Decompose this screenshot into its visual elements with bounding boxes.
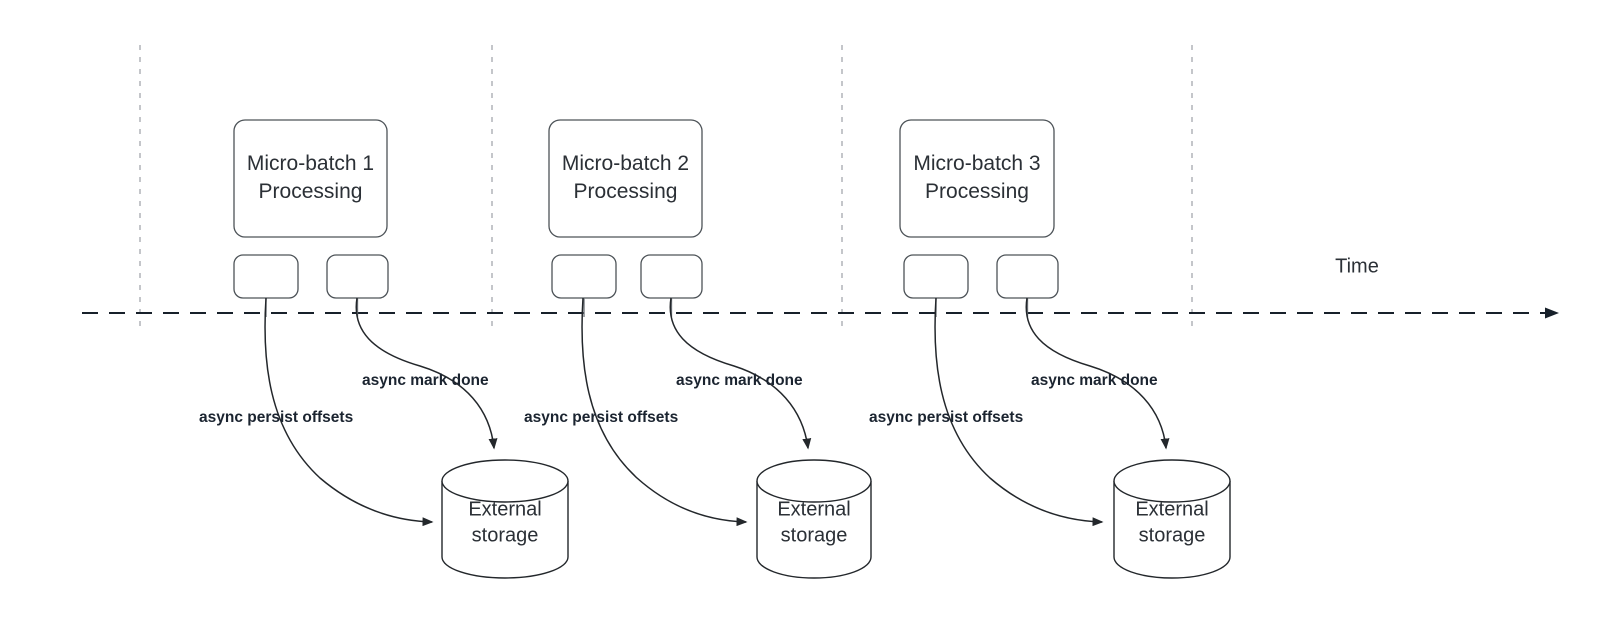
edge-label-mark-done-2: async mark done <box>676 372 803 389</box>
processing-box-subtitle-1: Processing <box>259 180 363 203</box>
task-box-3-1[interactable] <box>903 254 969 299</box>
processing-box-1[interactable] <box>233 119 388 238</box>
cylinder-body-2 <box>756 481 872 579</box>
edge-mark-done-2 <box>669 297 812 450</box>
edge-label-mark-done-3: async mark done <box>1031 372 1158 389</box>
edge-mark-done-1 <box>355 297 498 450</box>
storage-label-line2-1: storage <box>472 524 539 546</box>
processing-box-subtitle-3: Processing <box>925 180 1029 203</box>
task-box-1-1[interactable] <box>233 254 299 299</box>
cylinder-body-3 <box>1113 481 1231 579</box>
edge-label-persist-offsets-1: async persist offsets <box>199 409 353 426</box>
task-box-1-2[interactable] <box>326 254 389 299</box>
cylinder-top-2 <box>756 459 872 503</box>
external-storage-1[interactable]: External storage <box>441 459 569 579</box>
storage-label-line1-3: External <box>1135 498 1208 520</box>
task-box-3-2[interactable] <box>996 254 1059 299</box>
processing-box-3[interactable] <box>899 119 1055 238</box>
storage-label-line2-2: storage <box>781 524 848 546</box>
cylinder-body-1 <box>441 481 569 579</box>
cylinder-top-1 <box>441 459 569 503</box>
edge-mark-done-3 <box>1025 297 1170 450</box>
edge-persist-offsets-3 <box>934 297 1104 527</box>
time-axis-group: Time <box>82 255 1559 319</box>
storage-label-line1-1: External <box>468 498 541 520</box>
processing-box-title-3: Micro-batch 3 <box>913 152 1040 175</box>
edge-label-persist-offsets-2: async persist offsets <box>524 409 678 426</box>
edge-label-persist-offsets-3: async persist offsets <box>869 409 1023 426</box>
storage-label-line1-2: External <box>777 498 850 520</box>
cylinder-top-3 <box>1113 459 1231 503</box>
processing-box-title-2: Micro-batch 2 <box>562 152 689 175</box>
processing-box-subtitle-2: Processing <box>574 180 678 203</box>
storage-label-line2-3: storage <box>1139 524 1206 546</box>
time-axis-label: Time <box>1335 255 1379 277</box>
task-box-2-2[interactable] <box>640 254 703 299</box>
edge-persist-offsets-2 <box>581 297 748 527</box>
external-storage-2[interactable]: External storage <box>756 459 872 579</box>
edge-label-mark-done-1: async mark done <box>362 372 489 389</box>
edge-persist-offsets-1 <box>264 297 434 527</box>
processing-box-2[interactable] <box>548 119 703 238</box>
task-box-2-1[interactable] <box>551 254 617 299</box>
external-storage-3[interactable]: External storage <box>1113 459 1231 579</box>
processing-box-title-1: Micro-batch 1 <box>247 152 374 175</box>
